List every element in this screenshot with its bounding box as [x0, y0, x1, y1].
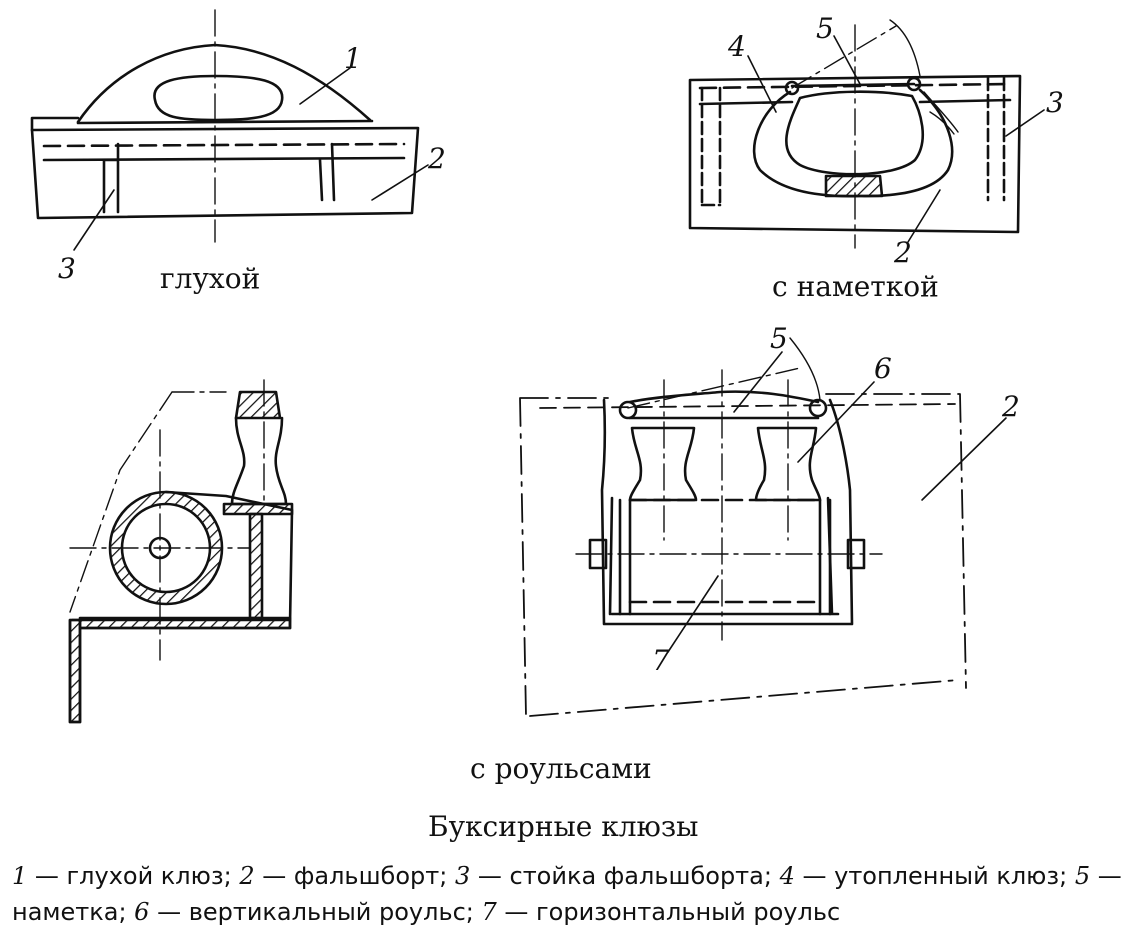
cover-bar: [790, 82, 916, 88]
cover-hinge-pin: [618, 400, 638, 420]
recessed-fairlead-inner: [785, 90, 924, 176]
legend-num: 5: [1074, 862, 1091, 890]
legend-text: — фальшборт;: [254, 862, 455, 890]
blind-fairlead-hole: [153, 74, 284, 122]
cover-lock-pin: [906, 76, 922, 92]
legend-text: — утопленный клюз;: [794, 862, 1075, 890]
legend-num: 1: [12, 862, 28, 890]
legend-num: 3: [454, 862, 471, 890]
caption-with-cover: с наметкой: [772, 270, 939, 303]
legend-text: — глухой клюз;: [27, 862, 240, 890]
caption-blind: глухой: [160, 262, 260, 295]
roller-frame: [600, 398, 854, 626]
roller-fairlead-front-drawing: [519, 337, 1007, 717]
cover-bar: [628, 390, 820, 420]
vertical-roller-left: [628, 426, 698, 502]
callout-1: 1: [344, 42, 362, 75]
callout-2: 2: [427, 142, 446, 175]
legend-text: — наметка;: [12, 862, 1122, 926]
caption-with-rollers: с роульсами: [470, 752, 652, 785]
bulwark-stanchion-right: [318, 142, 336, 202]
legend-text: — горизонтальный роульс: [496, 898, 841, 926]
legend-num: 7: [481, 898, 497, 926]
figure-legend: 1 — глухой клюз; 2 — фальшборт; 3 — стой…: [12, 858, 1122, 930]
vertical-roller-right: [754, 426, 822, 502]
callout-3: 3: [58, 252, 76, 285]
callout-5: 5: [816, 12, 834, 45]
legend-text: — вертикальный роульс;: [149, 898, 482, 926]
bulwark-outline: [30, 126, 420, 220]
legend-num: 2: [239, 862, 255, 890]
bulwark-stanchion-left: [700, 86, 722, 207]
callout-2: 2: [1001, 390, 1020, 423]
vertical-roller-cap: [234, 390, 282, 420]
bulwark-outline: [688, 74, 1022, 234]
callout-labels: 1 2 3 4 5 3 2 5 6 2 7: [58, 12, 1064, 677]
legend-text: — стойка фальшборта;: [470, 862, 780, 890]
bulwark-outline: [519, 393, 967, 717]
vertical-roller-side: [230, 416, 288, 506]
fairlead-base-hatched: [824, 174, 884, 198]
figure-title: Буксирные клюзы: [428, 810, 698, 843]
legend-num: 6: [134, 898, 150, 926]
callout-6: 6: [874, 352, 892, 385]
callout-5: 5: [770, 322, 788, 355]
roller-axle: [148, 536, 172, 560]
legend-num: 4: [779, 862, 795, 890]
callout-3: 3: [1046, 86, 1064, 119]
bulwark-stanchion-left: [102, 142, 120, 214]
callout-7: 7: [652, 644, 670, 677]
callout-4: 4: [727, 30, 746, 63]
cover-lock-pin: [808, 398, 828, 418]
bulwark-stanchion-right: [986, 76, 1006, 202]
blind-fairlead-drawing: [30, 9, 429, 251]
callout-2: 2: [893, 236, 912, 269]
roller-fairlead-section-drawing: [68, 379, 294, 724]
blind-fairlead-body: [76, 43, 372, 124]
cover-fairlead-drawing: [688, 19, 1045, 249]
bulwark-rail: [30, 116, 374, 132]
cover-hinge-pin: [784, 80, 800, 96]
